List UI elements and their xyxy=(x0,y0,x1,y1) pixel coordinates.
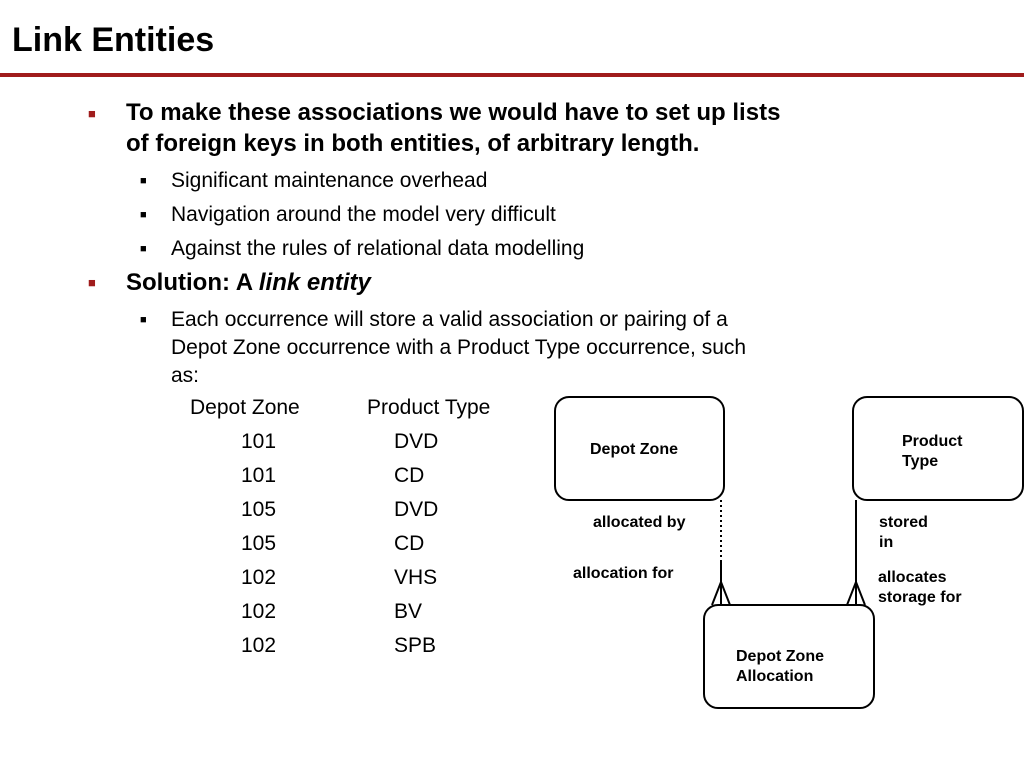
entity-label-line: Type xyxy=(902,453,939,470)
sub-bullet-rules: Against the rules of relational data mod… xyxy=(171,237,585,260)
table-cell-product: CD xyxy=(394,532,425,555)
small-square-bullet-icon: ■ xyxy=(140,209,147,221)
sub-bullet-occurrence-line2: Depot Zone occurrence with a Product Typ… xyxy=(171,336,747,359)
solution-emphasis: link entity xyxy=(258,269,371,296)
square-bullet-icon: ■ xyxy=(88,106,96,121)
small-square-bullet-icon: ■ xyxy=(140,243,147,255)
crows-foot-icon xyxy=(846,579,866,606)
relationship-label-stored-in: stored in xyxy=(879,513,928,553)
relationship-label-allocation-for: allocation for xyxy=(573,565,674,582)
sub-bullet-occurrence-line3: as: xyxy=(171,364,200,387)
relationship-label-allocated-by: allocated by xyxy=(593,514,686,531)
bullet-associations-line2: of foreign keys in both entities, of arb… xyxy=(126,130,700,157)
entity-label-product-type: Product Type xyxy=(902,432,962,472)
small-square-bullet-icon: ■ xyxy=(140,175,147,187)
sub-bullet-occurrence-line1: Each occurrence will store a valid assoc… xyxy=(171,308,728,331)
table-header-product-type: Product Type xyxy=(367,396,491,419)
relationship-label-line: in xyxy=(879,534,894,551)
table-cell-product: DVD xyxy=(394,498,439,521)
entity-label-line: Depot Zone xyxy=(736,648,824,665)
entity-label-line: Product xyxy=(902,433,963,450)
entity-box-product-type xyxy=(852,396,1024,501)
sub-bullet-navigation: Navigation around the model very difficu… xyxy=(171,203,556,226)
table-cell-product: VHS xyxy=(394,566,438,589)
table-cell-zone: 101 xyxy=(241,464,277,487)
crows-foot-icon xyxy=(711,579,731,606)
relationship-label-allocates-storage-for: allocates storage for xyxy=(878,568,962,608)
entity-box-depot-zone-allocation xyxy=(703,604,875,709)
table-cell-product: CD xyxy=(394,464,425,487)
relationship-label-line: storage for xyxy=(878,589,962,606)
entity-label-depot-zone: Depot Zone xyxy=(590,441,678,458)
sub-bullet-maintenance: Significant maintenance overhead xyxy=(171,169,488,192)
square-bullet-icon: ■ xyxy=(88,275,96,290)
bullet-associations-line1: To make these associations we would have… xyxy=(126,99,781,126)
bullet-solution: Solution: A link entity xyxy=(126,268,926,298)
table-cell-zone: 102 xyxy=(241,600,277,623)
relationship-label-line: allocates xyxy=(878,569,947,586)
table-cell-zone: 102 xyxy=(241,566,277,589)
table-header-depot-zone: Depot Zone xyxy=(190,396,300,419)
entity-box-depot-zone xyxy=(554,396,725,501)
small-square-bullet-icon: ■ xyxy=(140,314,147,326)
table-cell-zone: 105 xyxy=(241,532,277,555)
entity-label-line: Allocation xyxy=(736,668,814,685)
table-cell-zone: 105 xyxy=(241,498,277,521)
table-cell-zone: 101 xyxy=(241,430,277,453)
relationship-label-line: stored xyxy=(879,514,928,531)
table-cell-zone: 102 xyxy=(241,634,277,657)
table-cell-product: DVD xyxy=(394,430,439,453)
table-cell-product: SPB xyxy=(394,634,437,657)
title-divider xyxy=(0,73,1024,77)
entity-label-depot-zone-allocation: Depot Zone Allocation xyxy=(736,647,824,687)
solution-prefix: Solution: A xyxy=(126,269,259,296)
slide-title: Link Entities xyxy=(12,21,215,59)
table-cell-product: BV xyxy=(394,600,423,623)
